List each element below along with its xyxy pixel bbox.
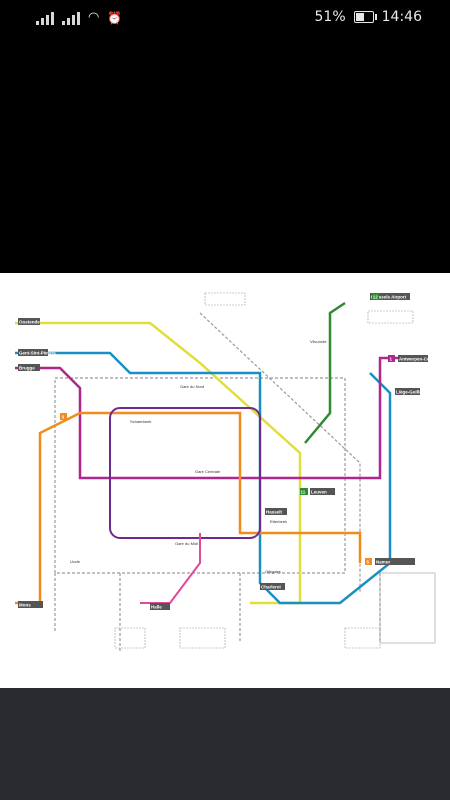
label-mons: Mons — [19, 603, 31, 608]
station-labels: Oostende Gent-Sint-Pieters Brugge Brusse… — [18, 293, 442, 610]
svg-text:3: 3 — [62, 415, 65, 420]
label-brugge: Brugge — [19, 366, 35, 371]
legend-boxes — [114, 292, 436, 649]
label-gare-midi: Gare du Midi — [175, 541, 198, 546]
label-oostende: Oostende — [19, 320, 40, 325]
svg-text:5: 5 — [367, 560, 370, 565]
label-schaerbeek: Schaerbeek — [130, 419, 151, 424]
label-halle: Halle — [151, 605, 162, 610]
battery-icon — [353, 11, 377, 23]
transit-map[interactable]: Oostende Gent-Sint-Pieters Brugge Brusse… — [0, 273, 450, 688]
line-markers: 3 12 1 11 5 — [60, 293, 395, 565]
svg-text:1: 1 — [390, 357, 393, 362]
label-ottignies: Ottignies — [265, 569, 281, 574]
svg-text:11: 11 — [301, 490, 306, 495]
tag-liege — [395, 388, 420, 395]
label-gare-centrale: Gare Centrale — [195, 469, 221, 474]
label-airport: Brussels Airport — [371, 295, 407, 300]
line-teal — [15, 351, 392, 605]
label-gent: Gent-Sint-Pieters — [19, 351, 56, 356]
wifi-icon: ◠ — [88, 10, 100, 25]
label-antwerpen: Antwerpen-Centraal — [399, 357, 442, 362]
label-liege: Liège-Guillemins — [396, 390, 433, 395]
clock: 14:46 — [381, 9, 422, 25]
tag-leuven — [310, 488, 335, 495]
bottom-band — [0, 688, 450, 800]
tag-gent — [18, 349, 48, 356]
alarm-icon: ⏰ — [107, 11, 123, 25]
tag-namur — [375, 558, 415, 565]
signal-icon — [36, 11, 54, 25]
line-green — [304, 301, 346, 444]
tag-hasselt — [265, 508, 287, 515]
line-orange — [15, 411, 362, 605]
signal-2-icon — [62, 11, 80, 25]
tag-antwerpen — [398, 355, 428, 362]
label-charleroi: Charleroi — [261, 585, 281, 590]
line-purple-loop — [109, 407, 261, 539]
label-etterbeek: Etterbeek — [270, 519, 287, 524]
status-bar: ◠ ⏰ 51% 14:46 — [0, 0, 450, 36]
status-icons-right: 51% 14:46 — [315, 9, 422, 25]
tag-oostende — [18, 318, 40, 325]
svg-text:12: 12 — [373, 295, 379, 300]
status-icons-left: ◠ ⏰ — [36, 10, 122, 25]
label-namur: Namur — [376, 560, 391, 565]
line-magenta — [15, 356, 400, 480]
tag-charleroi — [260, 583, 285, 590]
label-gare-nord: Gare du Nord — [180, 384, 204, 389]
label-vilvoorde: Vilvoorde — [310, 339, 327, 344]
label-leuven: Leuven — [311, 490, 327, 495]
tag-airport — [370, 293, 410, 300]
line-yellow — [15, 321, 302, 605]
label-uccle: Uccle — [70, 559, 81, 564]
battery-percent: 51% — [314, 9, 346, 25]
tag-brugge — [18, 364, 40, 371]
map-svg: Oostende Gent-Sint-Pieters Brugge Brusse… — [15, 292, 442, 653]
tag-mons — [18, 601, 43, 608]
tag-halle — [150, 603, 170, 610]
label-hasselt: Hasselt — [266, 510, 283, 515]
